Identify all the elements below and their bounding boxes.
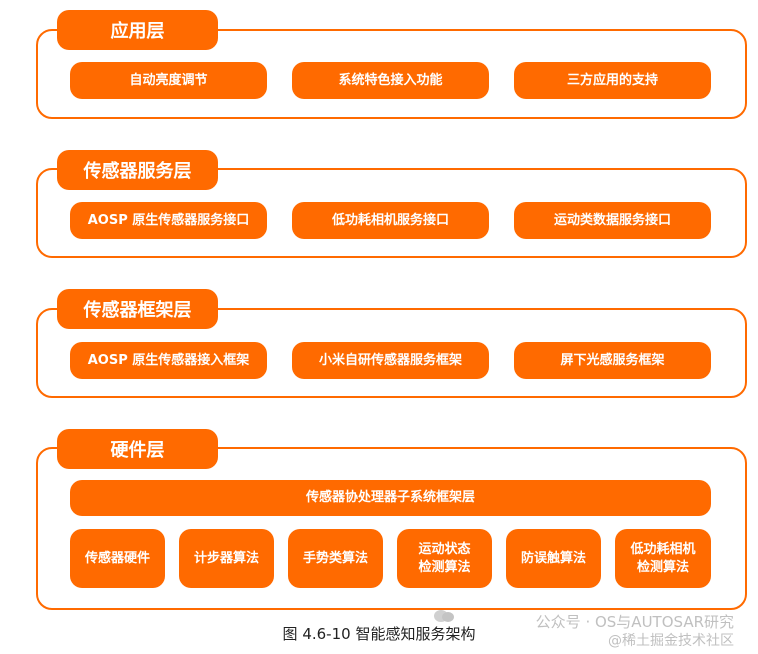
aosp-sensor-service-interface-block: AOSP 原生传感器服务接口: [70, 202, 267, 239]
pedometer-algorithm-block: 计步器算法: [179, 529, 274, 588]
sensor-service-layer-title: 传感器服务层: [57, 150, 218, 190]
sensor-hardware-block: 传感器硬件: [70, 529, 165, 588]
low-power-camera-service-interface-block: 低功耗相机服务接口: [292, 202, 489, 239]
system-feature-access-block: 系统特色接入功能: [292, 62, 489, 99]
watermark-line-2: @稀土掘金技术社区: [608, 633, 734, 649]
hardware-layer-title: 硬件层: [57, 429, 218, 469]
figure-caption: 图 4.6-10 智能感知服务架构: [282, 625, 476, 643]
gesture-algorithm-block: 手势类算法: [288, 529, 383, 588]
motion-state-detection-block: 运动状态 检测算法: [397, 529, 492, 588]
motion-data-service-interface-block: 运动类数据服务接口: [514, 202, 711, 239]
watermark-line-1: 公众号 · OS与AUTOSAR研究: [535, 613, 734, 631]
third-party-app-support-block: 三方应用的支持: [514, 62, 711, 99]
wechat-icon: [434, 610, 454, 622]
sensor-framework-layer-title: 传感器框架层: [57, 289, 218, 329]
under-display-light-sensor-framework-block: 屏下光感服务框架: [514, 342, 711, 379]
aosp-sensor-access-framework-block: AOSP 原生传感器接入框架: [70, 342, 267, 379]
anti-mistouch-algorithm-block: 防误触算法: [506, 529, 601, 588]
auto-brightness-block: 自动亮度调节: [70, 62, 267, 99]
application-layer-title: 应用层: [57, 10, 218, 50]
xiaomi-sensor-service-framework-block: 小米自研传感器服务框架: [292, 342, 489, 379]
sensor-coprocessor-subsystem-bar: 传感器协处理器子系统框架层: [70, 480, 711, 516]
low-power-camera-detection-block: 低功耗相机 检测算法: [615, 529, 711, 588]
